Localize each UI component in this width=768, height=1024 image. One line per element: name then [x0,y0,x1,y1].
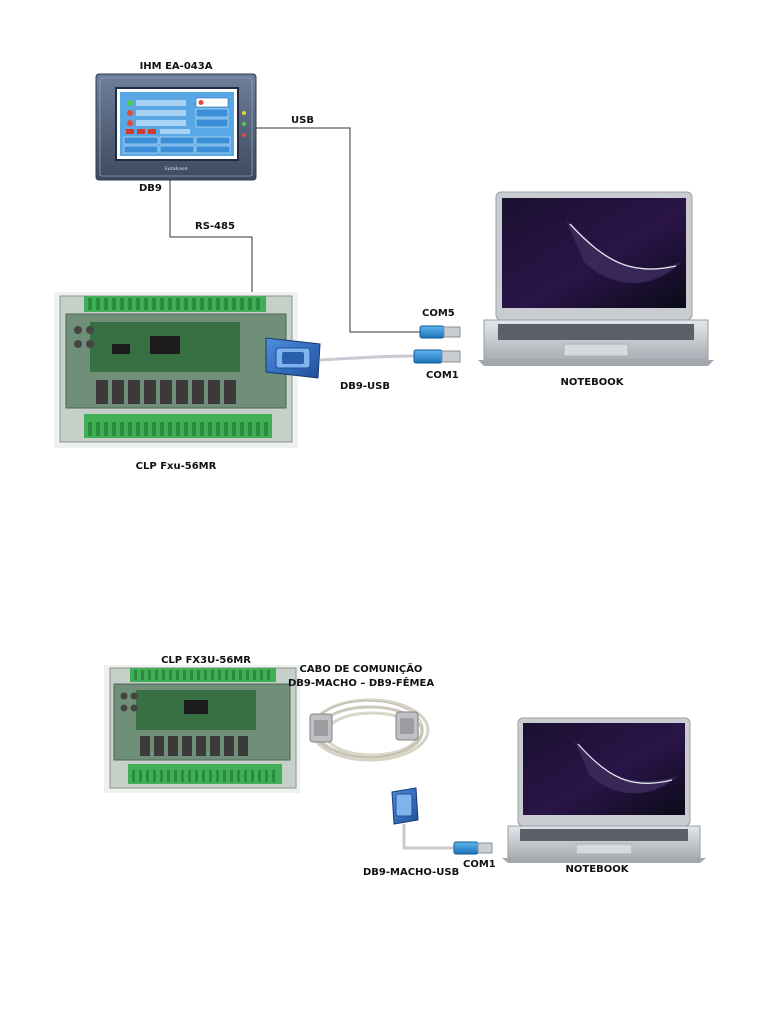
hmi-rows [126,100,190,134]
usb-plug-com1 [413,349,461,364]
db9-male-connector [309,713,333,743]
com1-label-1: COM1 [426,370,459,381]
usb-label: USB [291,115,314,126]
notebook-label-2: NOTEBOOK [565,864,629,875]
hmi-brand: Samkoon [164,166,187,172]
hmi-device: Samkoon [95,73,257,181]
plc1-top-terminals [88,298,260,310]
plc1-relays [96,380,236,404]
usb-plug-com5 [419,325,461,339]
cable-label-line2: DB9-MACHO – DB9-FÊMEA [287,678,435,689]
rs485-label: RS-485 [195,221,235,232]
db9-female-connector [395,711,419,741]
db9-serial-cable-coil [309,698,430,762]
plc-label-2: CLP FX3U-56MR [161,655,251,666]
hmi-right-buttons [195,97,229,128]
plc-label-1: CLP Fxu-56MR [135,461,217,472]
db9-macho-usb-label: DB9-MACHO-USB [363,867,460,878]
com1-label-2: COM1 [463,859,496,870]
wires-1 [169,127,420,333]
db9-usb-label: DB9-USB [340,381,390,392]
plc-device-2 [104,665,300,793]
plc1-bottom-terminals [88,422,268,436]
notebook-label-1: NOTEBOOK [560,377,624,388]
laptop-2 [502,717,706,863]
hmi-leds [242,111,246,137]
db9-usb-adapter-1 [265,337,415,379]
usb-wire [256,127,420,333]
cable-label-line1: CABO DE COMUNIÇÃO [299,664,423,675]
rs485-wire [169,180,253,296]
db9-macho-usb-adapter [391,787,493,855]
hmi-label: IHM EA-043A [139,61,213,72]
db9-label: DB9 [139,183,162,194]
hmi-bottom-buttons [123,136,231,154]
laptop-1 [478,191,714,366]
com5-label: COM5 [422,308,455,319]
plc-device-1 [54,292,298,448]
